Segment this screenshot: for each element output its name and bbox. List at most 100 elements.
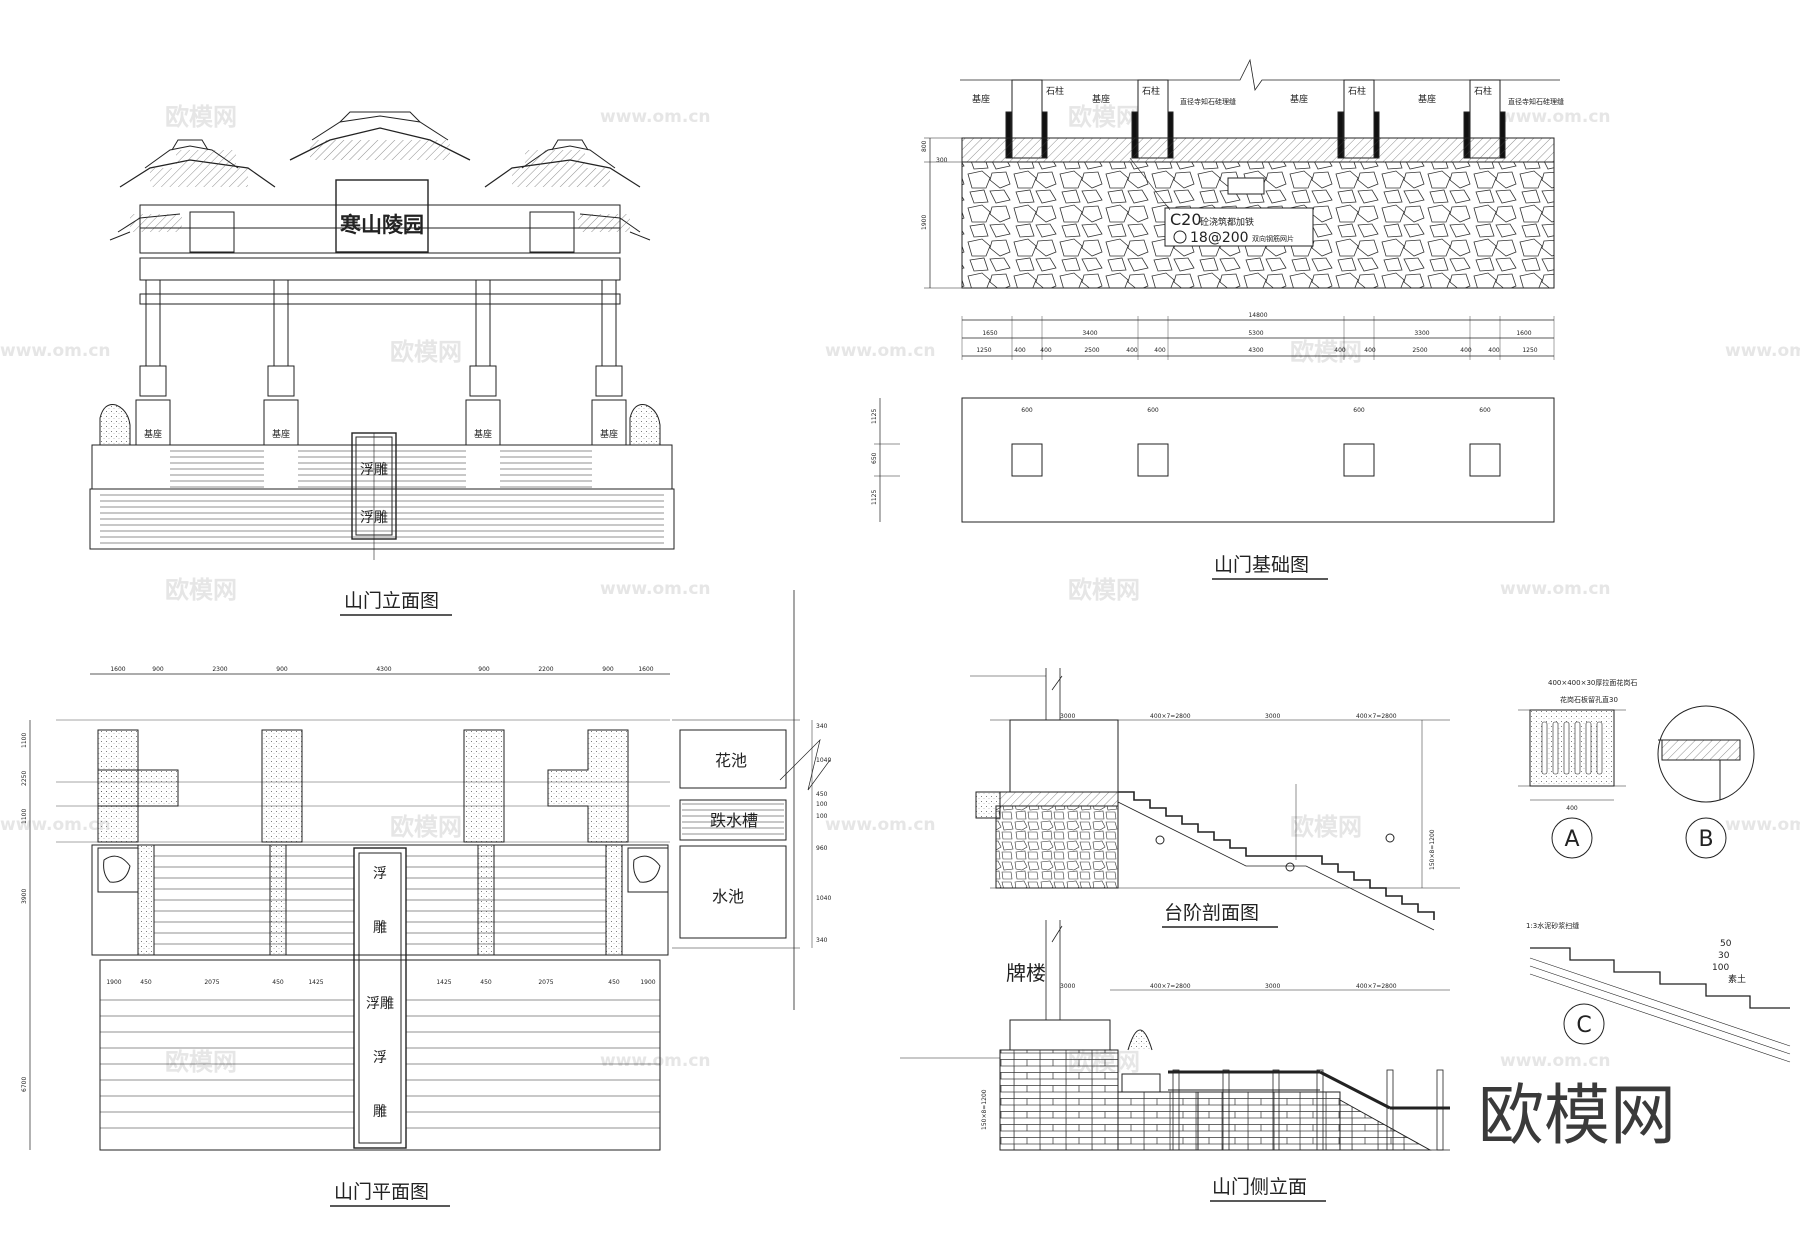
- plan-dim: 6700: [21, 1077, 28, 1092]
- gate-plan-drawing: [29, 590, 831, 1151]
- elevation-base-label: 基座: [144, 428, 162, 440]
- plan-dim: 1900: [106, 979, 121, 986]
- side-elevation-drawing: [900, 920, 1450, 1151]
- watermark-text: 欧模网: [165, 576, 237, 604]
- foundation-drawing: [874, 58, 1560, 523]
- foundation-pier-dim: 600: [1353, 407, 1365, 414]
- foundation-dim: 1250: [976, 347, 991, 354]
- plan-dim: 900: [478, 666, 490, 673]
- plan-dim: 100: [816, 801, 828, 808]
- plan-dim: 450: [140, 979, 152, 986]
- plan-dim: 900: [152, 666, 164, 673]
- plan-dim: 1100: [21, 809, 28, 824]
- gate-elevation-drawing: 寒山陵园 浮雕 浮雕: [89, 111, 675, 560]
- watermark-text: 欧模网: [1068, 103, 1140, 131]
- plan-dim: 2075: [204, 979, 219, 986]
- foundation-dim: 400: [1154, 347, 1166, 354]
- elevation-title: 山门立面图: [344, 590, 439, 612]
- watermark-url: www.om.cn: [1725, 815, 1800, 835]
- foundation-dim: 400: [1014, 347, 1026, 354]
- foundation-dim: 400: [1040, 347, 1052, 354]
- foundation-dim: 2500: [1412, 347, 1427, 354]
- stair-section-dim: 400×7=2800: [1356, 713, 1397, 720]
- foundation-top-label: 石柱: [1142, 85, 1160, 97]
- watermark-url: www.om.cn: [600, 579, 711, 599]
- watermark-url: www.om.cn: [825, 815, 936, 835]
- side-elevation-title: 山门侧立面: [1212, 1176, 1307, 1198]
- foundation-top-label: 石柱: [1474, 85, 1492, 97]
- plan-dim: 2075: [538, 979, 553, 986]
- elevation-base-label: 基座: [600, 428, 618, 440]
- foundation-dim: 4300: [1248, 347, 1263, 354]
- plan-dim: 340: [816, 937, 828, 944]
- watermark-url: www.om.cn: [1725, 341, 1800, 361]
- plan-dim: 450: [272, 979, 284, 986]
- plan-dim: 1425: [436, 979, 451, 986]
- elevation-base-labels: 基座 基座 基座 基座: [144, 428, 618, 440]
- watermark-url: www.om.cn: [600, 1051, 711, 1071]
- stair-section-labels: 3000 400×7=2800 3000 400×7=2800 150×8=12…: [1060, 713, 1436, 870]
- watermark-url: www.om.cn: [600, 107, 711, 127]
- detail-a-note: 400×400×30厚拉面花岗石: [1548, 678, 1637, 687]
- foundation-height-dim: 800: [921, 140, 928, 152]
- detail-marker-b: B: [1698, 827, 1713, 852]
- stair-section-dim: 400×7=2800: [1150, 713, 1191, 720]
- elevation-relief-label-2: 浮雕: [360, 510, 388, 526]
- foundation-pier-dim: 600: [1021, 407, 1033, 414]
- detail-c-note: 1:3水泥砂浆扫缝: [1526, 921, 1579, 930]
- plan-relief-label: 雕: [373, 1104, 387, 1120]
- watermark-url: www.om.cn: [0, 341, 111, 361]
- foundation-top-label: 基座: [1418, 93, 1436, 105]
- watermark-url: www.om.cn: [825, 341, 936, 361]
- plan-dim: 960: [816, 845, 828, 852]
- side-elevation-labels: 牌楼 3000 400×7=2800 3000 400×7=2800 150×8…: [981, 961, 1397, 1130]
- plan-label-flower-bed: 花池: [715, 751, 747, 770]
- foundation-height-dim: 300: [936, 157, 948, 164]
- details-drawing: [1518, 705, 1791, 1063]
- detail-c-layer: 30: [1718, 951, 1730, 961]
- side-elevation-dim: 3000: [1265, 983, 1280, 990]
- elevation-relief-label-1: 浮雕: [360, 462, 388, 478]
- plan-dim: 1425: [308, 979, 323, 986]
- foundation-top-label: 基座: [1290, 93, 1308, 105]
- foundation-dim: 3400: [1082, 330, 1097, 337]
- detail-c-layer: 100: [1712, 963, 1729, 973]
- foundation-dim: 1250: [1522, 347, 1537, 354]
- foundation-top-label: 直径寺知石硅理缝: [1180, 97, 1236, 106]
- watermark-text: 欧模网: [390, 813, 462, 841]
- plan-label-pool: 水池: [712, 887, 744, 906]
- watermark-url: www.om.cn: [0, 815, 111, 835]
- plan-relief-label: 浮: [373, 866, 387, 882]
- watermark-text: 欧模网: [1290, 338, 1362, 366]
- plan-relief-label: 浮雕: [366, 996, 394, 1012]
- foundation-rebar-note-tail: 双向钢筋网片: [1252, 234, 1294, 243]
- stair-section-drawing: [970, 668, 1460, 931]
- foundation-labels: 基座 石柱 基座 石柱 直径寺知石硅理缝 基座 石柱 基座 石柱 直径寺知石硅理…: [871, 85, 1564, 505]
- foundation-dim: 400: [1488, 347, 1500, 354]
- stair-section-height: 150×8=1200: [1429, 829, 1436, 870]
- foundation-top-label: 石柱: [1348, 85, 1366, 97]
- plan-dim: 1040: [816, 757, 831, 764]
- detail-a-dim: 400: [1566, 805, 1578, 812]
- stair-section-dim: 3000: [1265, 713, 1280, 720]
- plan-dim: 1600: [110, 666, 125, 673]
- plan-dim: 450: [816, 791, 828, 798]
- detail-c-layer: 50: [1720, 939, 1732, 949]
- plan-dim: 450: [608, 979, 620, 986]
- plan-dim: 1100: [21, 733, 28, 748]
- foundation-title: 山门基础图: [1214, 554, 1309, 576]
- plan-dim: 1600: [638, 666, 653, 673]
- foundation-top-label: 直径寺知石硅理缝: [1508, 97, 1564, 106]
- plan-dim: 3900: [21, 889, 28, 904]
- plan-dim: 340: [816, 723, 828, 730]
- watermark-text: 欧模网: [1290, 813, 1362, 841]
- plan-dim: 100: [816, 813, 828, 820]
- plan-title: 山门平面图: [334, 1181, 429, 1203]
- side-elevation-dim: 400×7=2800: [1356, 983, 1397, 990]
